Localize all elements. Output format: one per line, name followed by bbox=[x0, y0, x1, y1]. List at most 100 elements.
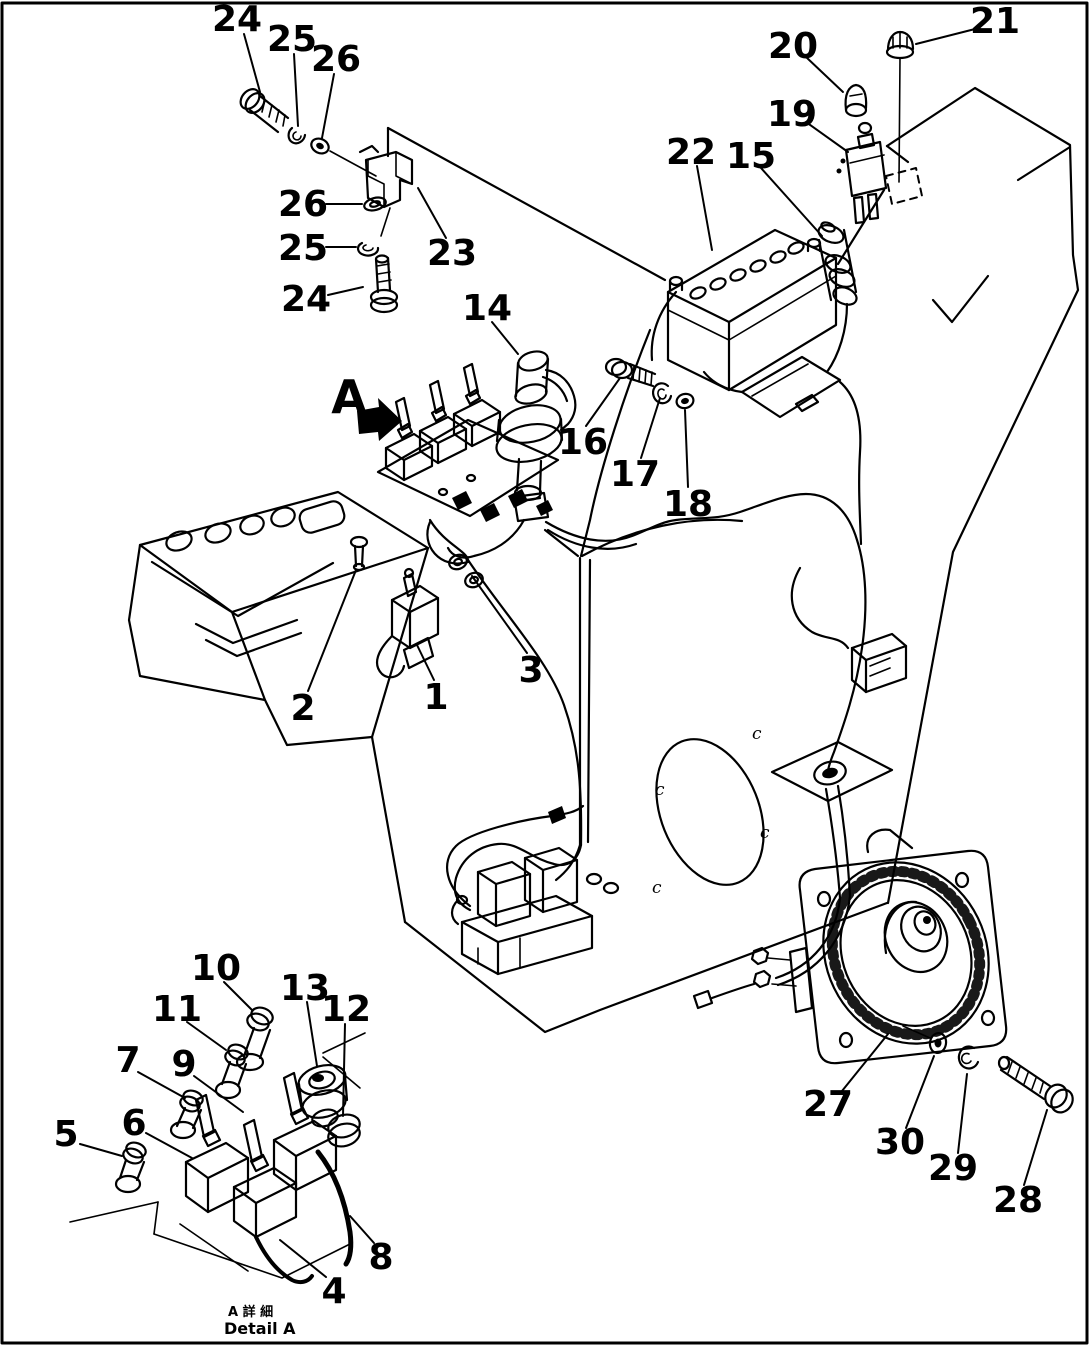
callout-13: 13 bbox=[280, 968, 330, 1067]
part-number: 26 bbox=[278, 184, 328, 225]
part-number: 20 bbox=[768, 26, 818, 67]
leader-line bbox=[307, 569, 357, 692]
part-number: 18 bbox=[663, 484, 713, 525]
callout-25: 25 bbox=[267, 19, 317, 127]
part-number: 30 bbox=[875, 1122, 925, 1163]
leader-line bbox=[223, 981, 253, 1011]
part-number: 28 bbox=[993, 1180, 1043, 1221]
callout-16: 16 bbox=[558, 377, 621, 463]
callout-9: 9 bbox=[171, 1044, 244, 1113]
leader-line bbox=[306, 1001, 318, 1067]
part-number: 29 bbox=[928, 1148, 978, 1189]
callout-11: 11 bbox=[152, 989, 227, 1051]
leader-line bbox=[417, 187, 447, 239]
gauge-cutouts bbox=[165, 500, 346, 552]
leader-line bbox=[416, 644, 435, 681]
bolt-24-stack bbox=[369, 254, 399, 314]
floor-relay-bracket bbox=[446, 804, 594, 976]
callout-6: 6 bbox=[121, 1103, 193, 1159]
callout-1: 1 bbox=[416, 644, 449, 718]
part-number: 1 bbox=[423, 677, 448, 718]
toggle-switch-19 bbox=[836, 121, 923, 225]
washer-26-stack bbox=[363, 196, 387, 212]
part-number: 25 bbox=[267, 19, 317, 60]
battery-relay-plate bbox=[702, 355, 863, 546]
clip-mark: c bbox=[652, 878, 662, 898]
clip-mark: c bbox=[752, 724, 762, 744]
callout-27: 27 bbox=[803, 1033, 889, 1125]
detail-caption-jp: A 詳 細 bbox=[228, 1304, 273, 1320]
spring-washer-25-stack bbox=[356, 241, 380, 257]
leader-line bbox=[349, 1215, 375, 1244]
callout-26: 26 bbox=[278, 184, 363, 225]
ignition-switch-14 bbox=[446, 350, 577, 559]
monitor-switch-1 bbox=[375, 567, 440, 679]
leader-line bbox=[279, 1239, 327, 1278]
leader-line bbox=[915, 27, 980, 45]
part-number: 24 bbox=[212, 0, 262, 40]
callout-2: 2 bbox=[290, 569, 357, 729]
leader-line bbox=[905, 1055, 935, 1129]
callout-23: 23 bbox=[417, 187, 477, 274]
detail-a-cap-12 bbox=[327, 1113, 361, 1148]
callout-25: 25 bbox=[278, 228, 357, 269]
switch-cluster bbox=[376, 362, 560, 565]
part-number: 14 bbox=[462, 288, 512, 329]
part-number: 22 bbox=[666, 132, 716, 173]
washer-18 bbox=[675, 392, 695, 410]
part-number: 24 bbox=[281, 279, 331, 320]
leader-line bbox=[186, 1021, 227, 1051]
wiring-harness bbox=[453, 492, 867, 912]
part-number: 6 bbox=[121, 1103, 146, 1144]
console-panel bbox=[127, 490, 430, 924]
detail-a-screws bbox=[114, 1006, 274, 1194]
part-number: 3 bbox=[518, 650, 543, 691]
machine-body-outline bbox=[386, 86, 1080, 1034]
callout-15: 15 bbox=[726, 136, 823, 237]
panel-screw-2 bbox=[349, 535, 369, 572]
detail-caption-en: Detail A bbox=[224, 1319, 296, 1338]
leader-line bbox=[640, 397, 661, 459]
callout-4: 4 bbox=[279, 1239, 347, 1312]
callout-17: 17 bbox=[610, 397, 661, 495]
spring-washer-25-top bbox=[287, 126, 307, 145]
callout-29: 29 bbox=[928, 1073, 978, 1189]
battery-22 bbox=[650, 228, 838, 392]
callout-20: 20 bbox=[768, 26, 844, 93]
callout-7: 7 bbox=[115, 1040, 186, 1099]
horn-27 bbox=[692, 828, 1008, 1065]
callout-5: 5 bbox=[53, 1114, 123, 1157]
leader-line bbox=[321, 73, 335, 139]
terminal-cap-21 bbox=[885, 30, 915, 183]
part-number: 21 bbox=[970, 1, 1020, 42]
part-number: 2 bbox=[290, 688, 315, 729]
part-number: 27 bbox=[803, 1084, 853, 1125]
leader-line bbox=[1023, 1109, 1048, 1186]
horn-fasteners bbox=[928, 1031, 1074, 1114]
part-number: 8 bbox=[368, 1237, 393, 1278]
part-number: 5 bbox=[53, 1114, 78, 1155]
callout-21: 21 bbox=[915, 1, 1020, 45]
mount-bolt-16 bbox=[604, 357, 657, 388]
part-number: 13 bbox=[280, 968, 330, 1009]
callout-3: 3 bbox=[471, 575, 544, 691]
callout-26: 26 bbox=[311, 39, 361, 139]
part-number: 19 bbox=[767, 94, 817, 135]
leader-line bbox=[145, 1132, 193, 1159]
panel-cutout bbox=[655, 738, 765, 886]
leader-line bbox=[193, 1075, 244, 1113]
callout-10: 10 bbox=[191, 948, 253, 1011]
clip-mark: c bbox=[760, 823, 770, 843]
callout-24: 24 bbox=[281, 279, 364, 320]
leader-line bbox=[696, 165, 713, 251]
callout-19: 19 bbox=[767, 94, 849, 153]
part-number: 11 bbox=[152, 989, 202, 1030]
leader-line bbox=[137, 1071, 186, 1099]
part-number: 26 bbox=[311, 39, 361, 80]
callout-30: 30 bbox=[875, 1055, 935, 1163]
part-number: 25 bbox=[278, 228, 328, 269]
part-number: 9 bbox=[171, 1044, 196, 1085]
part-number: 7 bbox=[115, 1040, 140, 1081]
